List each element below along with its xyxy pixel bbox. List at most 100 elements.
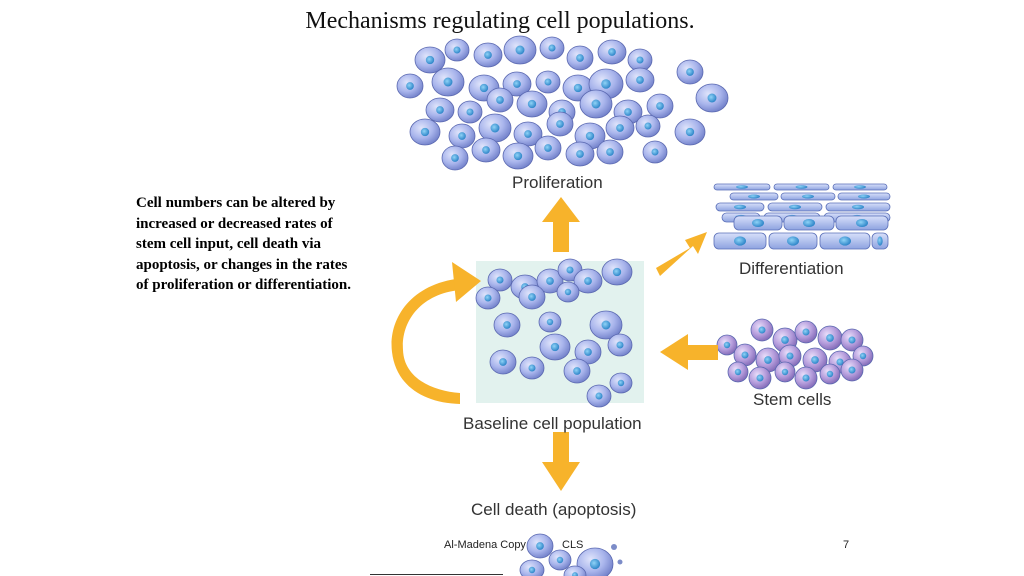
apoptotic-cell (519, 559, 545, 576)
proliferating-cell (534, 135, 562, 161)
stem-cell (840, 358, 864, 382)
label-differentiation: Differentiation (739, 259, 844, 278)
body-text: Cell numbers can be altered by increased… (136, 195, 351, 293)
proliferating-cell (502, 142, 534, 170)
differentiated-cell (768, 232, 818, 250)
arrow-self-renewal-head (452, 262, 481, 302)
proliferating-cell (579, 89, 613, 119)
proliferating-cell (605, 115, 635, 141)
proliferating-cell (625, 67, 655, 93)
proliferating-cell (478, 113, 512, 143)
proliferating-cell (539, 36, 565, 60)
apoptotic-body (611, 544, 617, 550)
apoptotic-cell (576, 547, 614, 576)
proliferating-cell (646, 93, 674, 119)
stem-cell (733, 343, 757, 367)
baseline-cell (539, 333, 571, 361)
differentiated-cell (715, 202, 765, 212)
proliferating-cell (597, 39, 627, 65)
baseline-cell (601, 258, 633, 286)
arrow-from-stem-cells (660, 334, 718, 370)
proliferating-cell (414, 46, 446, 74)
proliferating-cell (503, 35, 537, 65)
baseline-cell (489, 349, 517, 375)
baseline-cell (493, 312, 521, 338)
stem-cell (727, 361, 749, 383)
proliferating-cell (457, 100, 483, 124)
proliferating-cell (513, 121, 543, 147)
label-proliferation: Proliferation (512, 173, 603, 192)
differentiated-cell (713, 183, 771, 191)
proliferating-cell (676, 59, 704, 85)
baseline-cell (556, 281, 580, 303)
footer-course: CLS (562, 539, 584, 551)
stem-cell (817, 325, 843, 351)
differentiated-cell (825, 202, 891, 212)
proliferating-cell (546, 111, 574, 137)
baseline-cell-cluster (475, 258, 633, 408)
differentiated-cell (733, 215, 783, 231)
arrow-up-proliferation (542, 197, 580, 252)
stem-cell-cluster (716, 318, 874, 390)
apoptotic-cell (548, 549, 572, 571)
proliferating-cell (486, 87, 514, 113)
differentiated-cell (767, 202, 823, 212)
label-cell-death: Cell death (apoptosis) (471, 500, 636, 519)
proliferating-cell (565, 141, 595, 167)
differentiated-cell (783, 215, 835, 231)
differentiated-cell (773, 183, 830, 191)
apoptotic-body (617, 559, 623, 565)
proliferating-cell (409, 118, 441, 146)
differentiated-cell (713, 232, 767, 250)
differentiated-cell (835, 215, 889, 231)
baseline-cell (586, 384, 612, 408)
differentiated-cell (832, 183, 888, 191)
proliferating-cell (535, 70, 561, 94)
label-baseline: Baseline cell population (463, 414, 642, 433)
apoptotic-cell (526, 533, 554, 559)
stem-cell (794, 320, 818, 344)
stem-cell (774, 361, 796, 383)
baseline-cell (607, 333, 633, 357)
proliferating-cell (425, 97, 455, 123)
baseline-cell (538, 311, 562, 333)
proliferation-cell-cluster (396, 35, 729, 171)
apoptotic-cell (563, 565, 587, 576)
arrow-down-apoptosis (542, 432, 580, 491)
footer-page: 7 (843, 539, 850, 551)
proliferating-cell (444, 38, 470, 62)
baseline-cell (609, 372, 633, 394)
stem-cell (750, 318, 774, 342)
arrow-to-differentiation (656, 232, 707, 276)
stem-cell (802, 347, 828, 373)
arrow-self-renewal (391, 278, 465, 404)
label-stem-cells: Stem cells (753, 390, 831, 409)
stem-cell (794, 366, 818, 390)
proliferating-cell (566, 45, 594, 71)
proliferating-cell (596, 139, 624, 165)
proliferating-cell (502, 71, 532, 97)
apoptosis-cell-cluster (519, 533, 623, 576)
differentiated-cell (837, 192, 891, 201)
baseline-cell (518, 284, 546, 310)
proliferating-cell (642, 140, 668, 164)
proliferating-cell (635, 114, 661, 138)
proliferating-cell (448, 123, 476, 149)
proliferating-cell (471, 137, 501, 163)
proliferating-cell (516, 90, 548, 118)
proliferating-cell (473, 42, 503, 68)
baseline-cell (589, 310, 623, 340)
differentiated-cell-layer (713, 183, 891, 250)
stem-cell (778, 344, 802, 368)
baseline-cell (536, 268, 564, 294)
proliferating-cell (441, 145, 469, 171)
baseline-cell (573, 268, 603, 294)
stem-cell (840, 328, 864, 352)
proliferating-cell (695, 83, 729, 113)
baseline-cell (487, 268, 513, 292)
stem-cell (748, 366, 772, 390)
slide-title: Mechanisms regulating cell populations. (305, 8, 695, 34)
differentiated-cell (780, 192, 836, 201)
proliferating-cell (674, 118, 706, 146)
